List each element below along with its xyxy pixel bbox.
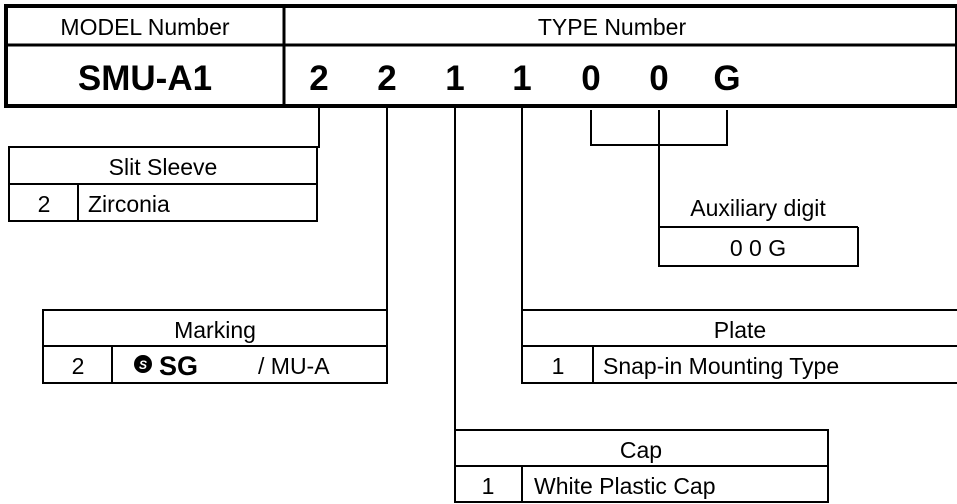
- auxiliary-title: Auxiliary digit: [690, 195, 826, 221]
- auxiliary-frame: [658, 185, 859, 267]
- auxiliary-digit-box: [658, 185, 859, 267]
- marking-title: Marking: [174, 317, 256, 343]
- type-digit-2: 2: [377, 59, 396, 98]
- connector-marking: [358, 106, 388, 311]
- connector-lines: [289, 106, 728, 430]
- cap-desc: White Plastic Cap: [534, 473, 716, 499]
- slit-sleeve-desc: Zirconia: [88, 191, 170, 217]
- type-digit-6: 0: [649, 59, 668, 98]
- header-frame: [4, 4, 957, 108]
- slit-sleeve-box: [8, 146, 318, 222]
- auxiliary-value: 0 0 G: [730, 235, 786, 261]
- plate-code: 1: [552, 353, 565, 379]
- cap-title: Cap: [620, 437, 662, 463]
- cap-code: 1: [482, 473, 495, 499]
- connector-plate: [521, 106, 547, 311]
- svg-text:S: S: [139, 358, 147, 372]
- plate-desc: Snap-in Mounting Type: [603, 353, 839, 379]
- type-digit-7: G: [713, 59, 740, 98]
- marking-desc: / MU-A: [258, 353, 330, 379]
- connector-slit-sleeve: [289, 106, 320, 148]
- sg-logo-mark-icon: S: [134, 355, 152, 373]
- type-digit-4: 1: [512, 59, 531, 98]
- type-number-label: TYPE Number: [538, 14, 687, 40]
- type-digit-5: 0: [581, 59, 600, 98]
- header-table: MODEL Number TYPE Number SMU-A1 2 2 1 1 …: [4, 4, 957, 108]
- marking-code: 2: [72, 353, 85, 379]
- slit-sleeve-title: Slit Sleeve: [109, 154, 218, 180]
- plate-title: Plate: [714, 317, 766, 343]
- type-digit-1: 2: [309, 59, 328, 98]
- slit-sleeve-code: 2: [38, 191, 51, 217]
- sg-logo-text: SG: [159, 351, 198, 381]
- model-number-value: SMU-A1: [78, 59, 212, 98]
- model-number-label: MODEL Number: [60, 14, 229, 40]
- cap-box: [454, 429, 829, 503]
- marking-box: [42, 309, 388, 384]
- plate-box: [521, 309, 957, 384]
- type-digit-3: 1: [445, 59, 464, 98]
